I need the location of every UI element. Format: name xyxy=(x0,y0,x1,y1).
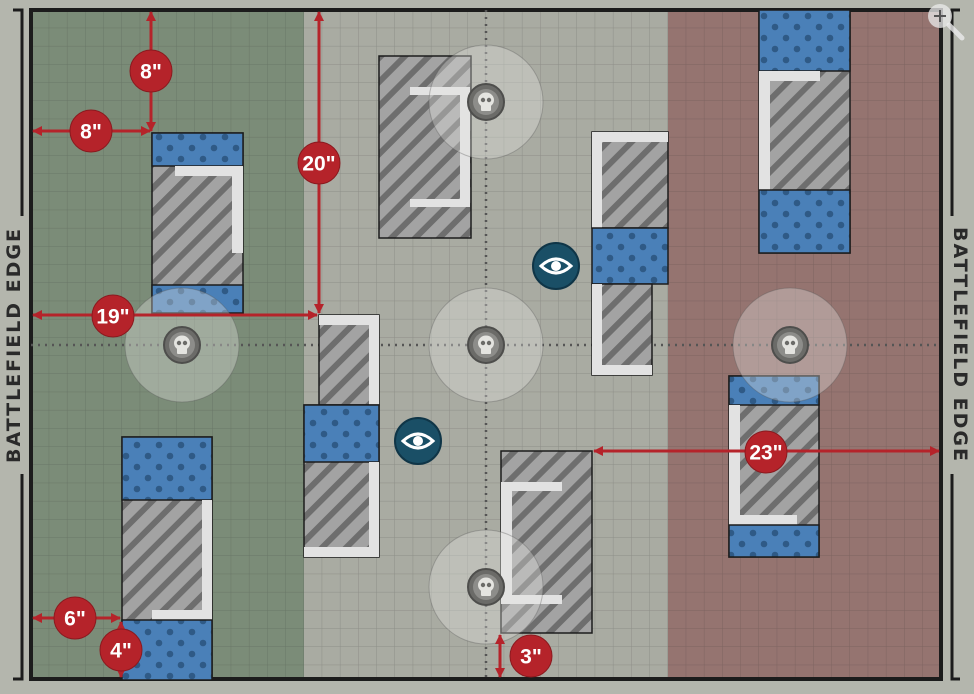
measure-label: 8" xyxy=(80,121,102,144)
ruin-terrain xyxy=(591,131,669,376)
eye-icon[interactable] xyxy=(393,416,443,466)
eye-icon[interactable] xyxy=(531,241,581,291)
right-battlefield-edge-label: BATTLEFIELD EDGE xyxy=(949,227,971,463)
ruin-terrain xyxy=(151,132,244,314)
ruin-terrain xyxy=(121,436,213,681)
measure-label: 6" xyxy=(64,608,86,631)
measure-label: 8" xyxy=(140,61,162,84)
measure-label: 3" xyxy=(520,646,542,669)
measure-label: 19" xyxy=(96,306,129,329)
ruin-terrain xyxy=(303,314,380,558)
skull-icon[interactable] xyxy=(467,568,505,606)
left-battlefield-edge-label: BATTLEFIELD EDGE xyxy=(3,227,25,463)
skull-icon[interactable] xyxy=(467,83,505,121)
ruin-terrain xyxy=(378,55,472,239)
ruin-terrain xyxy=(500,450,593,634)
measure-label: 4" xyxy=(110,640,132,663)
skull-icon[interactable] xyxy=(771,326,809,364)
zoom-in-icon[interactable] xyxy=(928,4,965,41)
measure-label: 20" xyxy=(302,153,335,176)
ruin-terrain xyxy=(758,9,851,254)
skull-icon[interactable] xyxy=(467,326,505,364)
measure-label: 23" xyxy=(749,442,782,465)
skull-icon[interactable] xyxy=(163,326,201,364)
